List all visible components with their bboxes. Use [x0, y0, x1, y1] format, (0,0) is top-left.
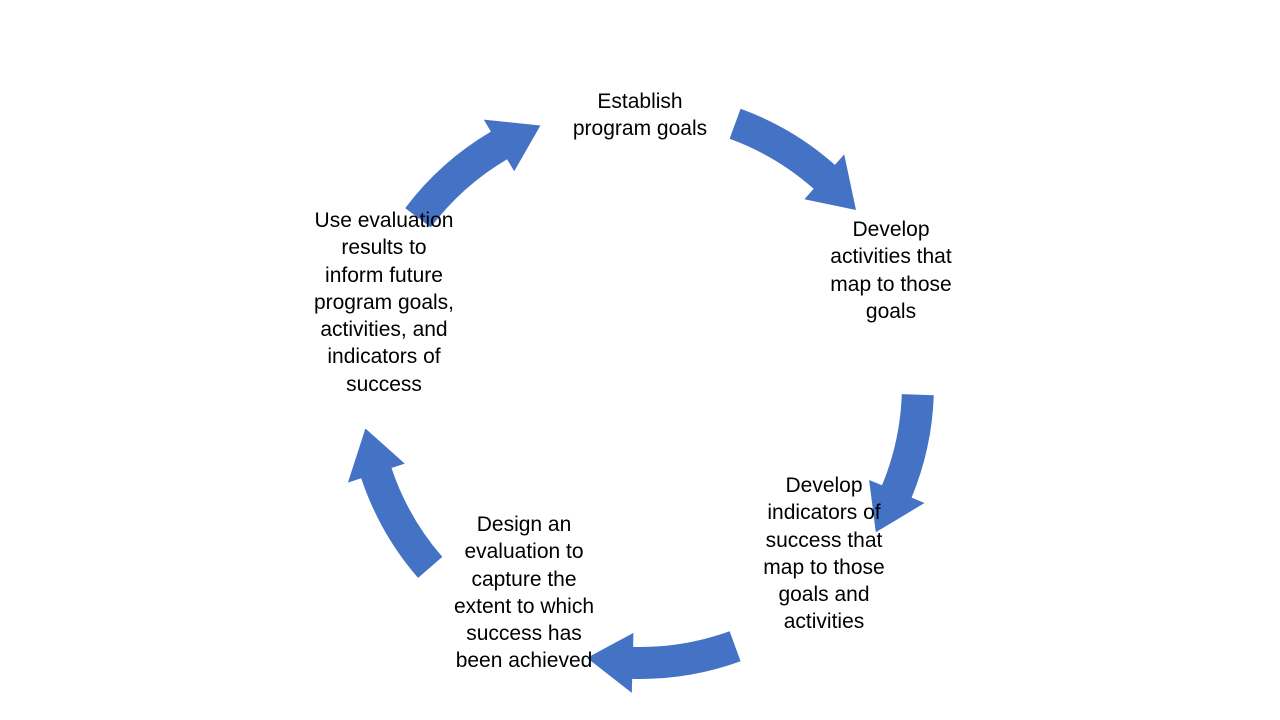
cycle-arrow-1	[729, 108, 856, 210]
step-design-evaluation: Design an evaluation to capture the exte…	[453, 513, 595, 673]
step-use-results: Use evaluation results to inform future …	[313, 209, 455, 396]
cycle-arrow-2	[869, 394, 934, 533]
cycle-arrow-4	[347, 428, 443, 578]
cycle-arrow-3	[587, 631, 741, 693]
step-develop-indicators: Develop indicators of success that map t…	[763, 474, 885, 634]
cycle-arrow-5	[405, 119, 541, 228]
step-develop-activities: Develop activities that map to those goa…	[830, 218, 952, 323]
step-establish-goals: Establish program goals	[572, 90, 708, 141]
